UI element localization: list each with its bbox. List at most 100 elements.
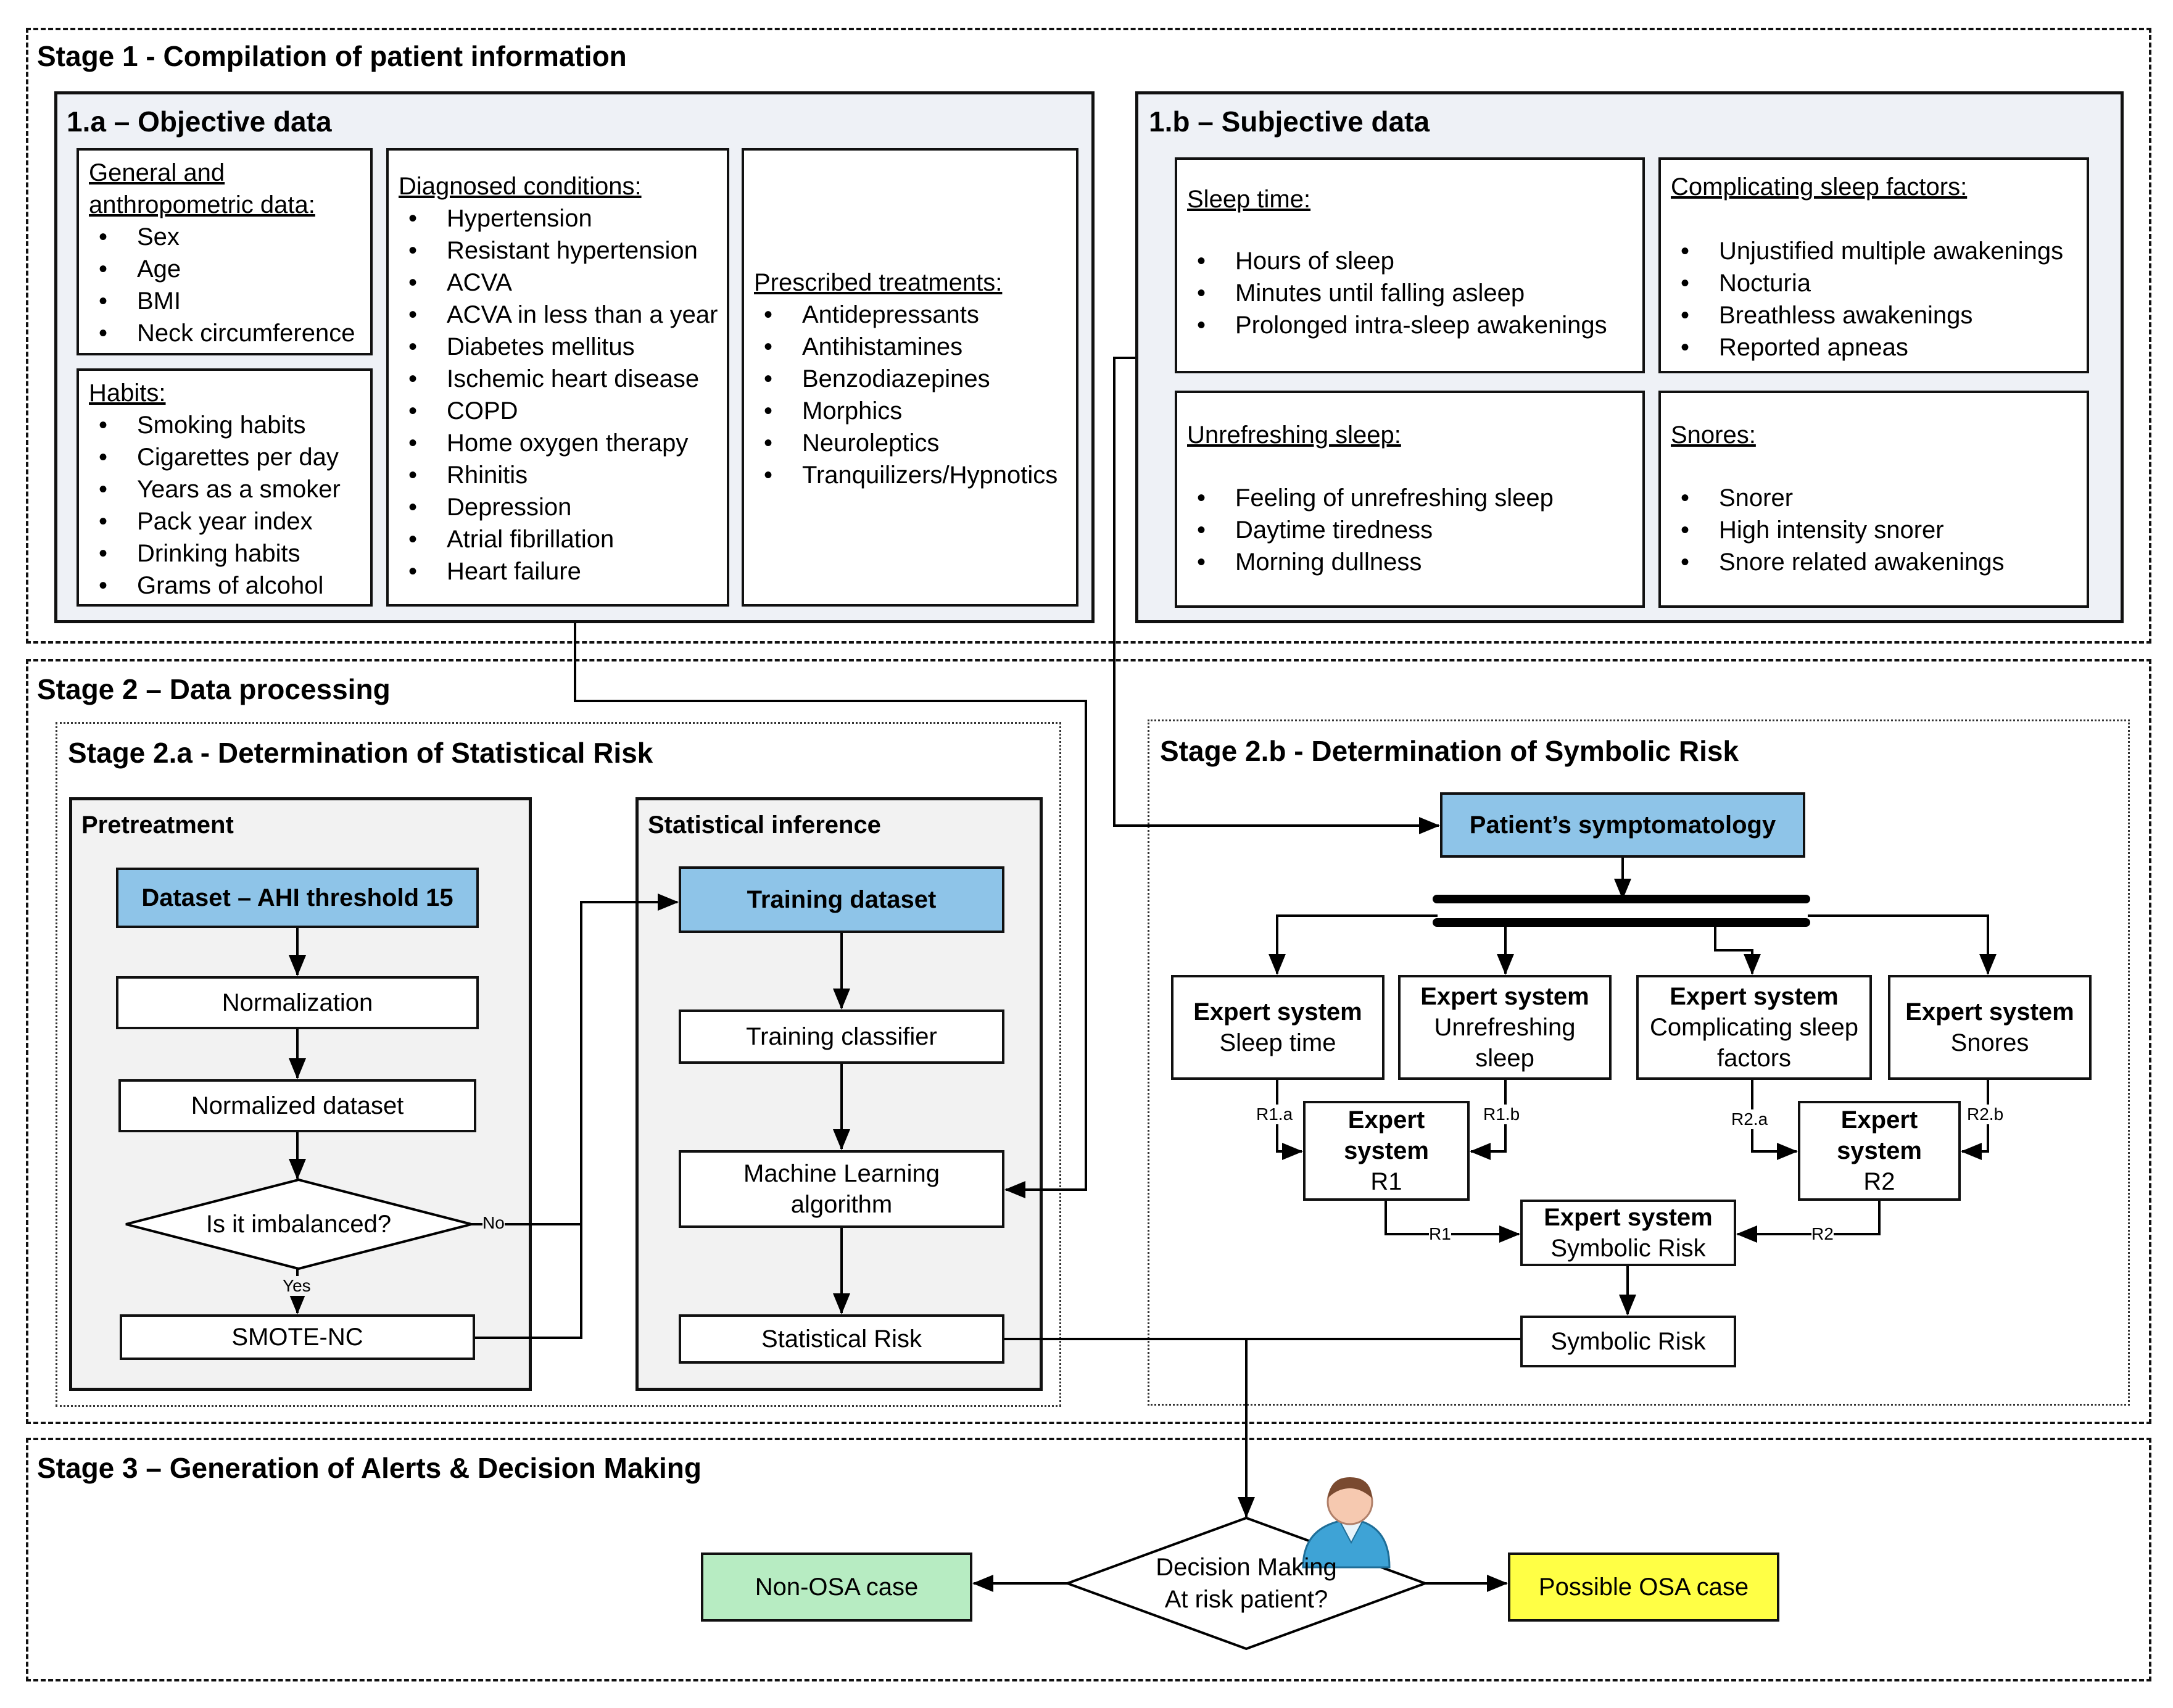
smote-nc-label: SMOTE-NC [231,1324,363,1351]
list-item: Home oxygen therapy [399,427,717,459]
list-item: Smoking habits [89,409,360,441]
stage2-title: Stage 2 – Data processing [37,673,391,705]
list-item: Heart failure [399,555,717,587]
snores-header: Snores: [1671,421,1756,449]
es-unrefreshing-line1: Unrefreshing [1434,1014,1576,1041]
r1a-label: R1.a [1256,1105,1293,1124]
list-item: Snorer [1671,482,2077,514]
habits-list: Smoking habitsCigarettes per dayYears as… [89,409,360,602]
treatments-header: Prescribed treatments: [754,269,1003,296]
es-r1-node: Expert system R1 [1303,1101,1470,1201]
es-symbolic-label: Symbolic Risk [1550,1235,1706,1262]
arrow-subjective-to-symptom [1113,357,1440,834]
es-complicating-line1: Complicating sleep [1650,1014,1858,1041]
list-item: Diabetes mellitus [399,331,717,363]
non-osa-label: Non-OSA case [755,1573,919,1601]
training-classifier-label: Training classifier [746,1023,937,1050]
es-complicating-node: Expert system Complicating sleep factors [1636,975,1872,1080]
stage2a-panel [56,722,1061,1407]
es-r1-label: R1 [1370,1168,1402,1195]
list-item: Neuroleptics [754,427,1066,459]
stage2b-panel [1148,719,2130,1406]
es-r1-title1: Expert [1347,1106,1425,1134]
arrow-r1a [1276,1080,1303,1160]
training-dataset-label: Training dataset [747,886,937,913]
es-symbolic-title: Expert system [1544,1204,1713,1231]
r2a-label: R2.a [1731,1109,1768,1129]
sleep-time-header: Sleep time: [1187,186,1311,213]
treatments-box: Prescribed treatments: AntidepressantsAn… [742,148,1078,607]
es-sleep-time-title: Expert system [1193,998,1362,1026]
sleep-time-box: Sleep time: Hours of sleepMinutes until … [1175,157,1645,373]
list-item: Antihistamines [754,331,1066,363]
snores-list: SnorerHigh intensity snorerSnore related… [1671,482,2077,578]
list-item: Morphics [754,395,1066,427]
es-sleep-time-node: Expert system Sleep time [1171,975,1385,1080]
es-r2-label: R2 [1863,1168,1895,1195]
stage1-title: Stage 1 - Compilation of patient informa… [37,40,627,72]
imbalanced-label: Is it imbalanced? [205,1211,392,1238]
list-item: Feeling of unrefreshing sleep [1187,482,1633,514]
es-r2-title2: system [1837,1137,1922,1164]
normalized-dataset-label: Normalized dataset [191,1092,404,1119]
normalized-dataset-node: Normalized dataset [118,1079,476,1132]
list-item: Minutes until falling asleep [1187,277,1633,309]
symbolic-risk-node: Symbolic Risk [1520,1316,1736,1367]
list-item: Morning dullness [1187,546,1633,578]
list-item: Hypertension [399,202,717,234]
es-unrefreshing-line2: sleep [1475,1045,1534,1072]
es-unrefreshing-title: Expert system [1420,983,1589,1010]
es-snores-node: Expert system Snores [1888,975,2092,1080]
list-item: Benzodiazepines [754,363,1066,395]
yes-label: Yes [283,1276,311,1296]
r2b-label: R2.b [1967,1105,2004,1124]
es-unrefreshing-node: Expert system Unrefreshing sleep [1398,975,1612,1080]
symptomatology-node: Patient’s symptomatology [1440,792,1805,858]
dataset-ahi-label: Dataset – AHI threshold 15 [141,884,453,911]
arrow-r1-symbolic [1385,1201,1520,1243]
list-item: Nocturia [1671,267,2077,299]
treatments-list: AntidepressantsAntihistaminesBenzodiazep… [754,299,1066,491]
unrefreshing-box: Unrefreshing sleep: Feeling of unrefresh… [1175,391,1645,608]
list-item: Years as a smoker [89,473,360,505]
objective-title: 1.a – Objective data [67,106,332,138]
list-item: Drinking habits [89,537,360,570]
conditions-box: Diagnosed conditions: HypertensionResist… [386,148,729,607]
pretreatment-title: Pretreatment [81,811,234,839]
conditions-header: Diagnosed conditions: [399,173,642,200]
arrow-objective-to-ml [574,623,1087,1198]
es-r2-title1: Expert [1840,1106,1918,1134]
general-data-header: General and anthropometric data: [89,159,315,218]
subjective-title: 1.b – Subjective data [1149,106,1430,138]
training-classifier-node: Training classifier [679,1009,1004,1064]
unrefreshing-header: Unrefreshing sleep: [1187,421,1401,449]
arrow-no-to-training [471,893,679,1225]
list-item: Tranquilizers/Hypnotics [754,459,1066,491]
habits-box: Habits: Smoking habitsCigarettes per day… [77,368,373,607]
stage2b-title: Stage 2.b - Determination of Symbolic Ri… [1160,735,1739,767]
es-snores-label: Snores [1950,1029,2029,1056]
smote-nc-node: SMOTE-NC [120,1314,475,1360]
complicating-list: Unjustified multiple awakeningsNocturiaB… [1671,235,2077,363]
arrow-fork-sleep [1269,914,1438,975]
statistical-risk-node: Statistical Risk [679,1314,1004,1364]
training-dataset-node: Training dataset [679,866,1004,933]
normalization-label: Normalization [221,989,373,1016]
list-item: High intensity snorer [1671,514,2077,546]
r2-conn-label: R2 [1811,1224,1834,1244]
stage2-frame [26,659,2151,1424]
list-item: Resistant hypertension [399,234,717,267]
arrow-fork-complicating [1714,926,1761,975]
list-item: ACVA in less than a year [399,299,718,331]
list-item: Snore related awakenings [1671,546,2077,578]
ml-algorithm-node: Machine Learning algorithm [679,1150,1004,1228]
conditions-list: HypertensionResistant hypertensionACVAAC… [399,202,718,587]
fork-bar-bottom [1433,918,1810,927]
general-data-box: General and anthropometric data: SexAgeB… [77,148,373,355]
list-item: Reported apneas [1671,331,2077,363]
arrow-r2b [1961,1080,1989,1160]
person-icon [1302,1477,1391,1569]
list-item: Neck circumference [89,317,360,349]
complicating-box: Complicating sleep factors: Unjustified … [1658,157,2089,373]
